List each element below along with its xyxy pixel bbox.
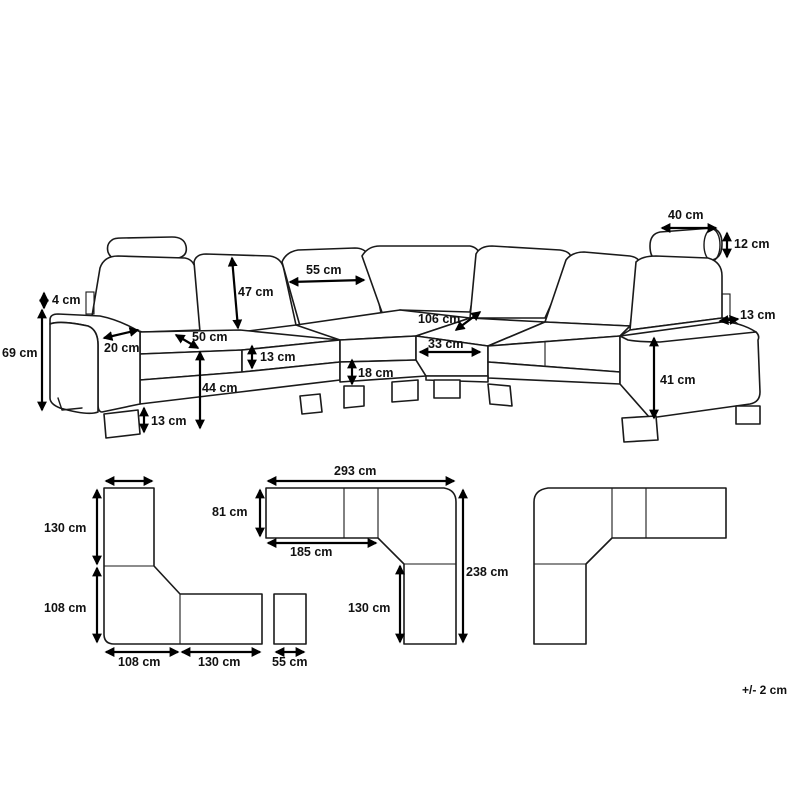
label-armrest-width: 20 cm: [104, 341, 139, 355]
label-seat-height: 44 cm: [202, 381, 237, 395]
label-left-corner: 108 cm: [44, 601, 86, 615]
floor-plan-middle: 293 cm 81 cm 185 cm 238 cm 130 cm: [212, 464, 508, 645]
label-bottom-end: 130 cm: [198, 655, 240, 669]
label-leg-height: 13 cm: [151, 414, 186, 428]
label-corner-depth: 106 cm: [418, 312, 460, 326]
sofa-perspective-drawing: [49, 227, 761, 443]
label-armrest-offset: 4 cm: [52, 293, 81, 307]
label-corner-seat-width: 33 cm: [428, 337, 463, 351]
sofa-dimension-labels: 40 cm 12 cm 13 cm 55 cm 47 cm 106 cm 4 c…: [2, 208, 775, 428]
label-seat-depth: 50 cm: [192, 330, 227, 344]
floor-plan-right: [533, 487, 727, 645]
label-ottoman: 55 cm: [272, 655, 307, 669]
ottoman-plan: [273, 593, 307, 645]
label-seat-cushion-height: 13 cm: [260, 350, 295, 364]
sofa-leg: [57, 397, 83, 411]
label-base-height: 18 cm: [358, 366, 393, 380]
label-headrest-height: 12 cm: [734, 237, 769, 251]
label-back-cushion-height: 47 cm: [238, 285, 273, 299]
label-bottom-corner: 108 cm: [118, 655, 160, 669]
label-total-width: 293 cm: [334, 464, 376, 478]
floor-plan-left: 130 cm 108 cm 108 cm 130 cm 55 cm: [44, 476, 307, 669]
label-module-depth: 81 cm: [212, 505, 247, 519]
sofa-dimension-lines: [37, 223, 740, 434]
label-armrest-height: 41 cm: [660, 373, 695, 387]
label-partial-width: 185 cm: [290, 545, 332, 559]
back-cushion-7: [629, 255, 723, 331]
tolerance-note: +/- 2 cm: [742, 683, 787, 697]
back-cushion-4: [361, 245, 481, 319]
label-back-cushion-width: 55 cm: [306, 263, 341, 277]
label-total-height: 69 cm: [2, 346, 37, 360]
label-total-length: 238 cm: [466, 565, 508, 579]
label-right-offset: 13 cm: [740, 308, 775, 322]
label-headrest-width: 40 cm: [668, 208, 703, 222]
label-left-depth: 130 cm: [44, 521, 86, 535]
label-right-depth: 130 cm: [348, 601, 390, 615]
left-headrest: [106, 236, 188, 261]
